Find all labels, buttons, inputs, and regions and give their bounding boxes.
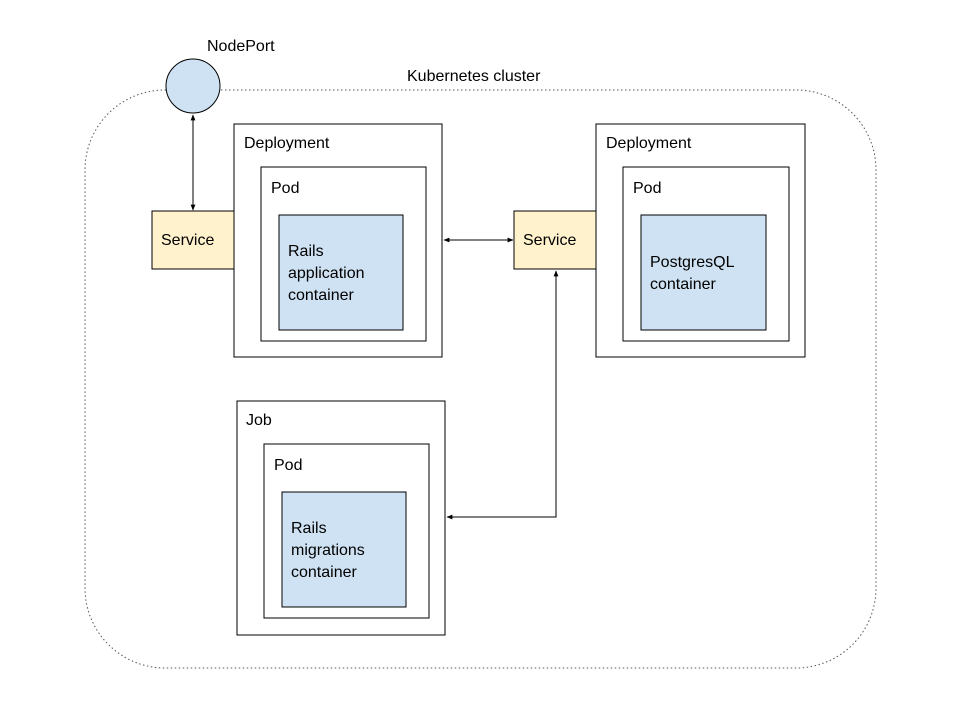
- rails-service-label: Service: [161, 232, 215, 249]
- cluster-label: Kubernetes cluster: [407, 68, 541, 85]
- postgres-container-box: [640, 214, 767, 331]
- nodeport-circle: [165, 58, 221, 114]
- postgres-deployment-label: Deployment: [606, 135, 692, 152]
- postgres-container-label: PostgresQL container: [650, 254, 735, 293]
- rails-service-box: [151, 210, 235, 270]
- rails-deployment-label: Deployment: [244, 135, 330, 152]
- postgres-pod-label: Pod: [633, 180, 662, 197]
- postgres-service-label: Service: [523, 232, 577, 249]
- migrations-container-label: Rails migrations container: [291, 520, 365, 581]
- migrations-job-label: Job: [246, 412, 272, 429]
- migrations-postgres-service-arrow: [446, 270, 559, 520]
- postgres-service-box: [513, 210, 597, 270]
- nodeport-label: NodePort: [207, 38, 275, 55]
- rails-pod-label: Pod: [271, 180, 300, 197]
- kubernetes-cluster-boundary: [84, 89, 877, 669]
- rails-app-container-box: [278, 214, 404, 331]
- rails-app-container-label: Rails application container: [288, 243, 365, 304]
- migrations-pod-label: Pod: [274, 457, 303, 474]
- migrations-container-box: [281, 491, 407, 608]
